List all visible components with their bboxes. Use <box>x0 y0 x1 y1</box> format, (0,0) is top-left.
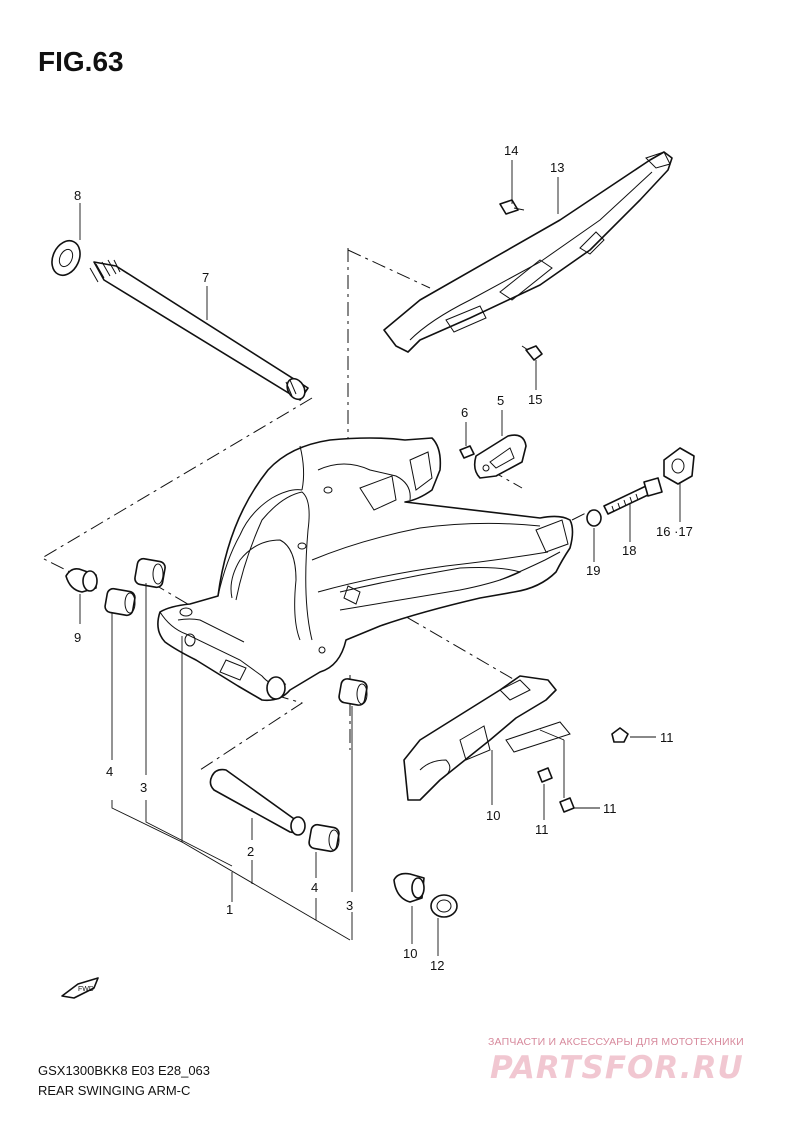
callout-3-left: 3 <box>140 780 147 795</box>
callout-12: 12 <box>430 958 444 973</box>
part-16-17-adjuster <box>663 447 695 485</box>
callout-16-17: 16 ·17 <box>656 524 693 539</box>
part-5-bracket <box>473 434 527 479</box>
callout-labels: 8 7 9 4 3 2 1 4 3 10 12 14 13 15 6 5 16 … <box>74 143 693 973</box>
fwd-label: FWD <box>78 986 94 993</box>
part-11-bolt-b <box>537 767 553 783</box>
callout-11-c: 11 <box>603 801 617 816</box>
part-18-adjuster-bolt <box>603 477 663 515</box>
fwd-arrow-icon: FWD <box>61 977 99 999</box>
part-3-bearing-left <box>134 557 166 589</box>
callout-2: 2 <box>247 844 254 859</box>
section-name: REAR SWINGING ARM-C <box>38 1083 191 1098</box>
callout-19: 19 <box>586 563 600 578</box>
part-15-bolt <box>521 345 543 361</box>
callout-5: 5 <box>497 393 504 408</box>
part-4-needle-bearing-left <box>104 587 136 617</box>
leader-lines <box>79 160 681 956</box>
callout-10-lower: 10 <box>403 946 417 961</box>
watermark-tagline: ЗАПЧАСТИ И АКСЕССУАРЫ ДЛЯ МОТОТЕХНИКИ <box>488 1036 744 1048</box>
callout-11-a: 11 <box>660 730 674 745</box>
watermark-logo: PARTSFOR.RU <box>490 1050 744 1086</box>
model-code: GSX1300BKK8 E03 E28_063 <box>38 1063 211 1078</box>
part-2-spacer <box>209 768 306 836</box>
callout-4-left: 4 <box>106 764 113 779</box>
part-10-chain-buffer <box>403 675 571 801</box>
callout-13: 13 <box>550 160 564 175</box>
part-8-washer <box>51 239 81 277</box>
callout-10-upper: 10 <box>486 808 500 823</box>
part-11-bolt-c <box>559 797 575 813</box>
callout-14: 14 <box>504 143 518 158</box>
part-19-nut <box>586 509 602 527</box>
callout-9: 9 <box>74 630 81 645</box>
part-10-bushing <box>393 872 425 903</box>
callout-11-b: 11 <box>535 822 549 837</box>
callout-6: 6 <box>461 405 468 420</box>
callout-8: 8 <box>74 188 81 203</box>
callout-18: 18 <box>622 543 636 558</box>
part-3-bearing-right <box>338 678 368 706</box>
part-4-needle-bearing-right <box>308 823 340 853</box>
part-7-pivot-shaft <box>89 259 309 401</box>
callout-1: 1 <box>226 902 233 917</box>
part-14-bolt <box>499 199 525 215</box>
part-13-chain-case <box>383 151 673 353</box>
swing-arm-body <box>157 437 574 702</box>
part-9-bushing <box>65 568 98 593</box>
part-6-bolt <box>459 445 475 459</box>
callout-3-right: 3 <box>346 898 353 913</box>
callout-7: 7 <box>202 270 209 285</box>
callout-15: 15 <box>528 392 542 407</box>
part-12-nut <box>430 894 458 918</box>
figure-title: FIG.63 <box>38 46 124 77</box>
part-11-bolt-a <box>611 727 629 743</box>
callout-4-right: 4 <box>311 880 318 895</box>
